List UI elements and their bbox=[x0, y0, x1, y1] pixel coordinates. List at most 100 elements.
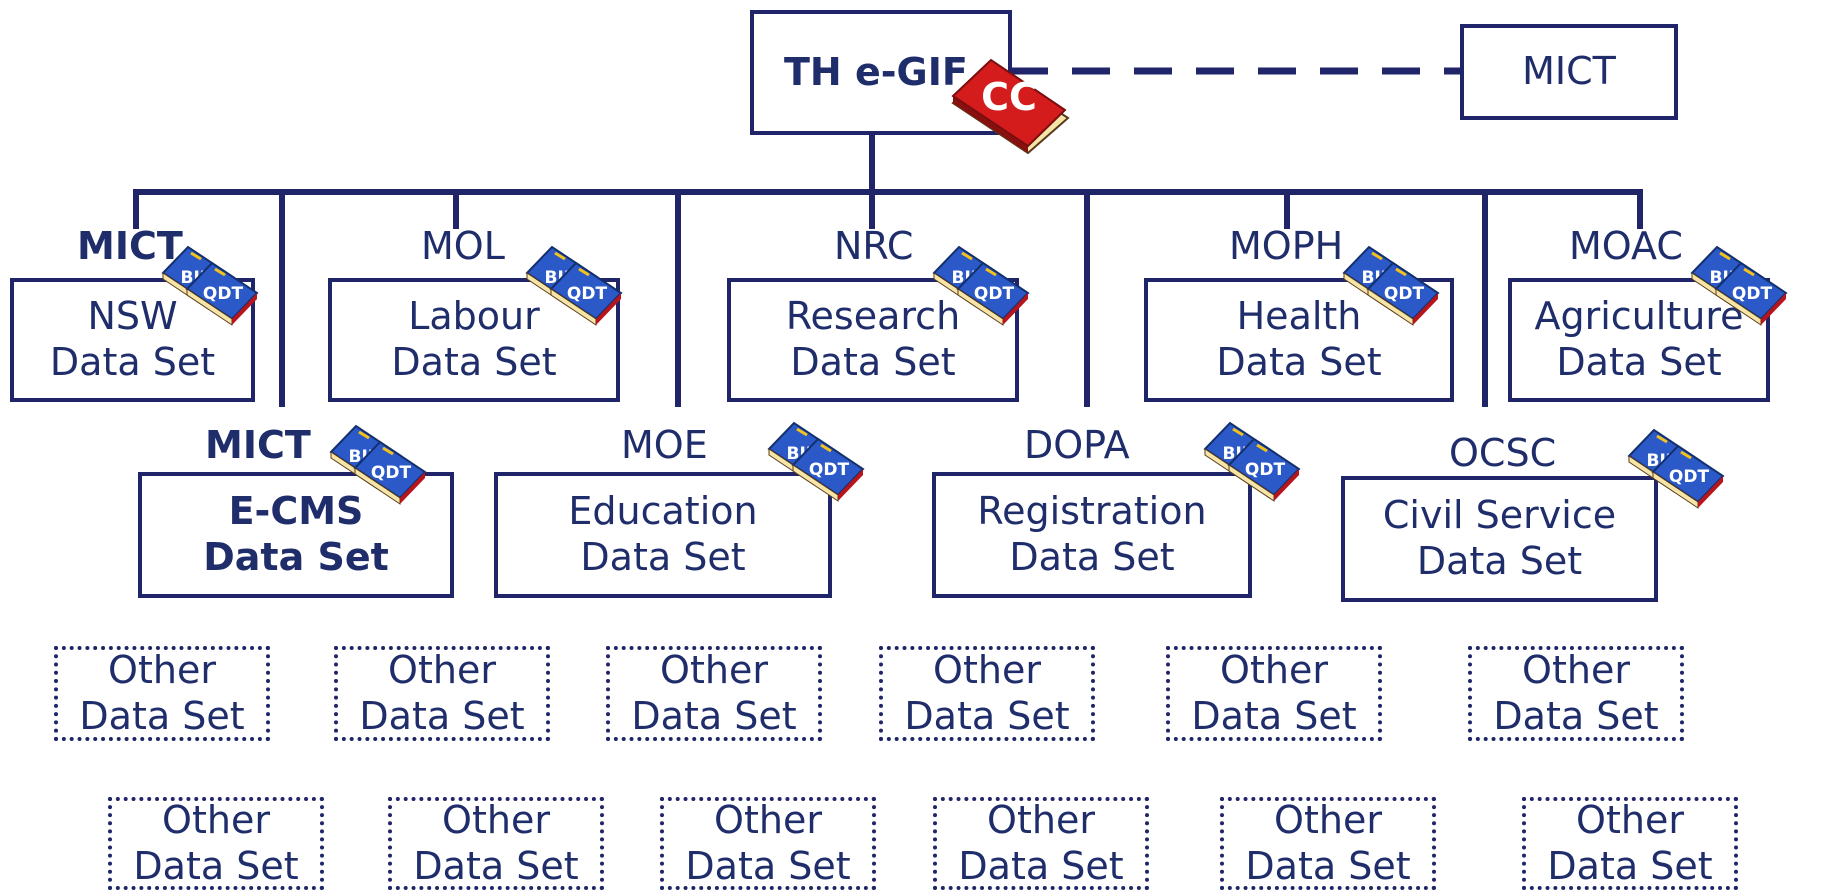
other-line2: Data Set bbox=[685, 843, 851, 888]
other-dataset-box: Other Data Set bbox=[879, 646, 1095, 741]
dataset-line2: Data Set bbox=[580, 535, 746, 579]
dataset-box: Education Data Set bbox=[494, 472, 832, 598]
other-line2: Data Set bbox=[904, 693, 1070, 738]
qdt-book-label: QDT bbox=[1669, 467, 1710, 487]
dataset-line2: Data Set bbox=[49, 340, 216, 384]
qdt-book-label: QDT bbox=[1384, 284, 1425, 304]
other-dataset-box: Other Data Set bbox=[1166, 646, 1382, 741]
other-dataset-box: Other Data Set bbox=[933, 797, 1149, 890]
partner-box: MICT bbox=[1460, 24, 1678, 120]
other-dataset-box: Other Data Set bbox=[606, 646, 822, 741]
book-pair-icon: BIE QDT bbox=[1627, 428, 1725, 509]
dataset-line1: Education bbox=[568, 489, 758, 534]
qdt-book-label: QDT bbox=[1732, 284, 1773, 304]
agency-label: DOPA bbox=[1024, 423, 1130, 467]
book-pair-icon: BIE QDT bbox=[525, 245, 623, 326]
connector-ocsc bbox=[1482, 189, 1488, 407]
other-dataset-box: Other Data Set bbox=[334, 646, 550, 741]
cc-book-label: CC bbox=[981, 75, 1037, 119]
other-line2: Data Set bbox=[413, 843, 579, 888]
dataset-line1: Labour bbox=[408, 294, 540, 339]
agency-label: OCSC bbox=[1449, 431, 1557, 475]
agency-label: MICT bbox=[205, 423, 311, 467]
book-pair-icon: BIE QDT bbox=[1342, 245, 1440, 326]
dashed-connector bbox=[1010, 67, 1460, 75]
connector-dopa bbox=[1084, 189, 1090, 407]
qdt-book-label: QDT bbox=[974, 284, 1015, 304]
other-line1: Other bbox=[714, 797, 822, 842]
dataset-box: Civil Service Data Set bbox=[1341, 476, 1658, 602]
connector-root-down bbox=[869, 133, 875, 193]
qdt-book-label: QDT bbox=[371, 463, 412, 483]
other-line1: Other bbox=[162, 797, 270, 842]
connector-moph bbox=[1284, 189, 1290, 229]
other-line1: Other bbox=[1220, 647, 1328, 692]
other-line2: Data Set bbox=[359, 693, 525, 738]
qdt-book-icon: QDT bbox=[956, 261, 1030, 326]
other-line1: Other bbox=[987, 797, 1095, 842]
book-pair-icon: BIE QDT bbox=[1203, 421, 1301, 502]
book-pair-icon: BIE QDT bbox=[161, 245, 259, 326]
other-line1: Other bbox=[388, 647, 496, 692]
qdt-book-icon: QDT bbox=[791, 437, 865, 502]
dataset-line2: Data Set bbox=[391, 340, 557, 384]
book-pair-icon: BIE QDT bbox=[1690, 245, 1788, 326]
other-line2: Data Set bbox=[1547, 843, 1713, 888]
other-line2: Data Set bbox=[631, 693, 797, 738]
other-line1: Other bbox=[442, 797, 550, 842]
other-dataset-box: Other Data Set bbox=[108, 797, 324, 890]
partner-label: MICT bbox=[1522, 49, 1616, 94]
other-line2: Data Set bbox=[1191, 693, 1357, 738]
other-dataset-box: Other Data Set bbox=[1522, 797, 1738, 890]
other-line1: Other bbox=[933, 647, 1041, 692]
other-line1: Other bbox=[1274, 797, 1382, 842]
dataset-line1: NSW bbox=[87, 294, 178, 339]
other-dataset-box: Other Data Set bbox=[660, 797, 876, 890]
other-line2: Data Set bbox=[133, 843, 299, 888]
other-line1: Other bbox=[1522, 647, 1630, 692]
agency-label: MOPH bbox=[1229, 224, 1344, 268]
book-pair-icon: BIE QDT bbox=[767, 421, 865, 502]
qdt-book-icon: QDT bbox=[1651, 444, 1725, 509]
connector-moe bbox=[675, 189, 681, 407]
qdt-book-icon: QDT bbox=[1714, 261, 1788, 326]
other-dataset-box: Other Data Set bbox=[54, 646, 270, 741]
connector-nsw bbox=[133, 189, 139, 229]
connector-horizontal-bus bbox=[133, 189, 1643, 195]
qdt-book-icon: QDT bbox=[1227, 437, 1301, 502]
dataset-line1: Registration bbox=[977, 489, 1207, 534]
root-box: TH e-GIF bbox=[750, 10, 1012, 135]
dataset-line2: Data Set bbox=[1009, 535, 1175, 579]
agency-label: MOAC bbox=[1569, 224, 1683, 268]
qdt-book-icon: QDT bbox=[185, 261, 259, 326]
agency-label: NRC bbox=[834, 224, 914, 268]
other-line2: Data Set bbox=[1245, 843, 1411, 888]
root-title: TH e-GIF bbox=[784, 49, 968, 94]
other-dataset-box: Other Data Set bbox=[1220, 797, 1436, 890]
dataset-line2: Data Set bbox=[203, 535, 389, 579]
connector-ecms bbox=[279, 189, 285, 407]
dataset-line1: Civil Service bbox=[1382, 493, 1617, 538]
cc-book-icon: CC bbox=[951, 58, 1070, 155]
other-dataset-box: Other Data Set bbox=[1468, 646, 1684, 741]
other-line1: Other bbox=[1576, 797, 1684, 842]
book-pair-icon: BIE QDT bbox=[329, 424, 427, 505]
qdt-book-icon: QDT bbox=[549, 261, 623, 326]
qdt-book-label: QDT bbox=[809, 460, 850, 480]
book-pair-icon: BIE QDT bbox=[932, 245, 1030, 326]
dataset-line2: Data Set bbox=[1216, 340, 1382, 384]
dataset-line2: Data Set bbox=[1416, 539, 1583, 583]
other-line2: Data Set bbox=[1493, 693, 1659, 738]
connector-moac bbox=[1637, 189, 1643, 229]
qdt-book-icon: QDT bbox=[1366, 261, 1440, 326]
qdt-book-label: QDT bbox=[1245, 460, 1286, 480]
agency-label: MICT bbox=[77, 224, 183, 268]
agency-label: MOE bbox=[621, 423, 708, 467]
connector-mol bbox=[453, 189, 459, 229]
other-line2: Data Set bbox=[79, 693, 245, 738]
qdt-book-icon: QDT bbox=[353, 440, 427, 505]
dataset-line2: Data Set bbox=[1556, 340, 1722, 384]
other-line1: Other bbox=[660, 647, 768, 692]
dataset-line2: Data Set bbox=[790, 340, 956, 384]
dataset-line1: Agriculture bbox=[1534, 294, 1744, 339]
